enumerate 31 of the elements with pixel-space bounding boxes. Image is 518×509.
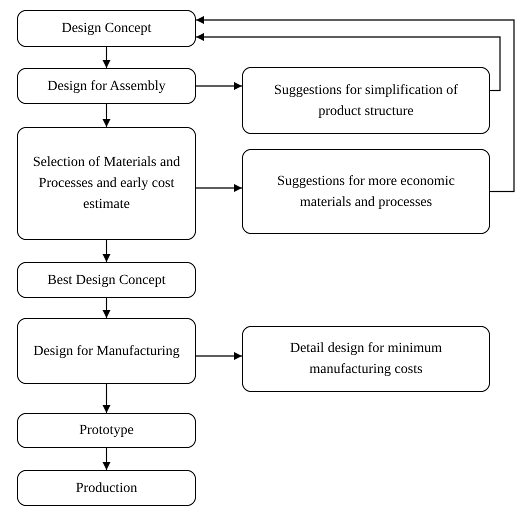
- arrow: [102, 448, 110, 470]
- arrow: [102, 298, 110, 318]
- process-box: [17, 470, 196, 506]
- box-label: Design for Assembly: [47, 78, 166, 96]
- process-box: [17, 68, 196, 104]
- box-label: Suggestions for simplification of product structure: [273, 82, 459, 120]
- box-label: Design for Manufacturing: [33, 342, 180, 360]
- box-label: Production: [76, 480, 138, 498]
- arrow: [196, 82, 242, 90]
- arrow: [102, 47, 110, 68]
- arrow: [196, 16, 515, 192]
- arrow: [196, 184, 242, 192]
- process-box: [17, 318, 196, 384]
- box-label: Best Design Concept: [47, 272, 166, 290]
- box-label: Selection of Materials and Processes and early cost estimate: [32, 154, 182, 214]
- arrow: [102, 104, 110, 127]
- arrow: [102, 384, 110, 413]
- process-box: [17, 413, 196, 448]
- process-box: [17, 262, 196, 298]
- arrow: [196, 33, 501, 92]
- box-label: Detail design for minimum manufacturing costs: [288, 340, 444, 379]
- box-label: Prototype: [79, 422, 134, 440]
- box-label: Design Concept: [62, 20, 152, 38]
- box-label: Suggestions for more economic materials and processes: [276, 172, 456, 212]
- process-box: [17, 127, 196, 240]
- process-box: [242, 149, 490, 234]
- process-box: [242, 326, 490, 392]
- arrow: [102, 240, 110, 262]
- process-box: [242, 67, 490, 134]
- process-box: [17, 10, 196, 47]
- arrow: [196, 352, 242, 360]
